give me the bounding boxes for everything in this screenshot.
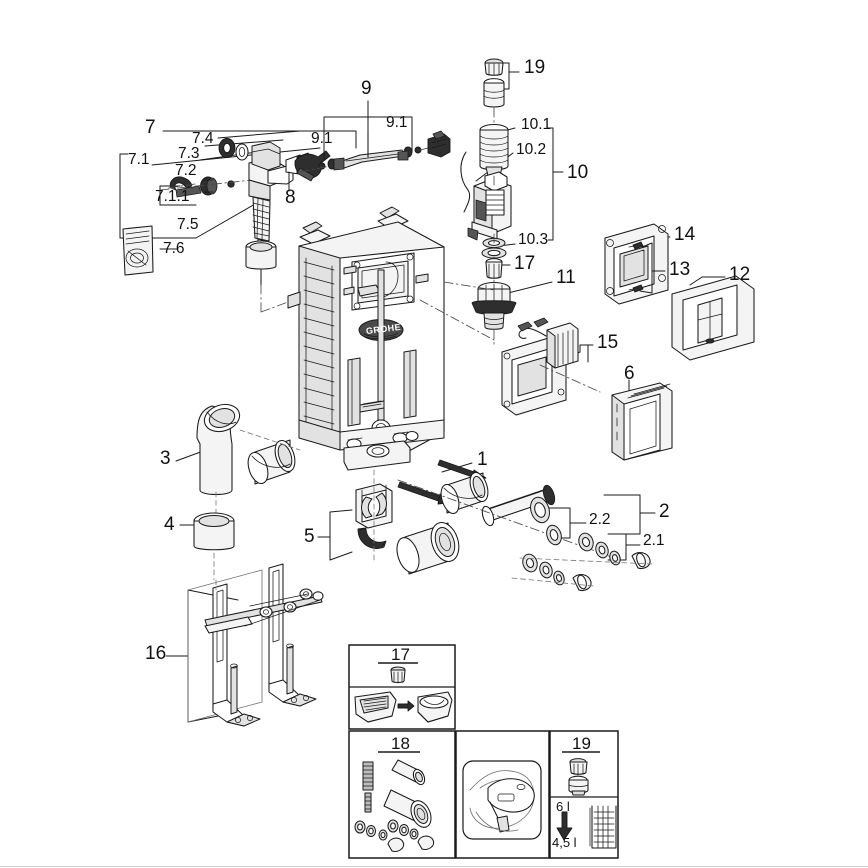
part-9-1-left-fitting [318, 157, 345, 171]
part-2-2-washers [530, 496, 562, 546]
part-group-9-hose [299, 100, 451, 173]
part-10-2-valve-cartridge [460, 151, 512, 241]
callout-2-1: 2.1 [643, 532, 665, 549]
inset-19-volume-to: 4,5 l [552, 835, 577, 850]
part-7-4-nut [218, 138, 236, 158]
part-16-mounting-rails [165, 563, 324, 727]
part-2-1-seal-row [511, 532, 653, 592]
callout-10: 10 [567, 162, 589, 183]
callout-6: 6 [624, 363, 635, 384]
part-1-collar [396, 522, 460, 575]
part-13-screws [628, 241, 666, 294]
part-15-battery-block [517, 317, 579, 369]
callout-8: 8 [285, 187, 296, 208]
callout-13: 13 [669, 259, 691, 280]
inset-center-installation-photo [462, 760, 542, 840]
part-6-electronic-module [611, 379, 673, 461]
callout-2-2: 2.2 [589, 511, 611, 528]
part-1-bend-sleeve [440, 471, 489, 515]
inset-panels [348, 644, 619, 859]
callout-7-1-1: 7.1.1 [155, 188, 190, 205]
callout-1: 1 [477, 449, 488, 470]
part-9-angle-connector [427, 130, 451, 158]
inset-17-bowl-exchange [354, 691, 453, 723]
part-group-2-seal-kit [511, 494, 656, 592]
part-connector-sleeve [239, 429, 301, 485]
part-9-1-right-fitting [397, 146, 422, 161]
callout-14: 14 [674, 224, 696, 245]
part-1-flush-pipe [396, 459, 621, 575]
callout-7-1: 7.1 [128, 151, 150, 168]
inset-17-seal-glyph [390, 666, 406, 684]
inset-19-volume-indicator [556, 805, 617, 849]
part-3-elbow-pipe [175, 403, 241, 521]
callout-3: 3 [160, 448, 171, 469]
part-16-rail-right [268, 563, 317, 707]
callout-2: 2 [659, 501, 670, 522]
part-19-cap [484, 58, 504, 76]
callout-10-2: 10.2 [516, 141, 547, 158]
inset-19-title: 19 [572, 734, 591, 753]
inset-17-title: 17 [391, 645, 410, 664]
callout-19-top: 19 [524, 57, 546, 78]
part-7-3-washer [235, 143, 249, 161]
callout-7-4: 7.4 [192, 130, 214, 147]
callout-7-3: 7.3 [178, 145, 200, 162]
part-12-cover-plate [671, 275, 755, 361]
footer-divider [0, 866, 868, 867]
callout-9-1-b: 9.1 [386, 114, 408, 131]
part-7-2-union-nut [200, 176, 218, 196]
callout-17: 17 [514, 253, 536, 274]
part-4-cap [179, 512, 235, 581]
part-15-frame-and-battery [501, 317, 601, 416]
part-5-pipe-clamp [317, 469, 393, 561]
callout-10-3: 10.3 [518, 231, 549, 248]
inset-18-parts-glyph [354, 759, 435, 852]
part-14-mounting-frame [604, 223, 671, 305]
inset-19-reducer-glyph [568, 758, 589, 796]
callout-9-1-a: 9.1 [311, 130, 333, 147]
part-19-volume-reducer-top [483, 58, 520, 129]
callout-16: 16 [145, 643, 167, 664]
part-16-rail-left [212, 583, 261, 727]
inset-19-volume-from: 6 l [556, 799, 570, 814]
part-7-5-protective-cap [245, 240, 277, 270]
part-11-valve-seat [471, 281, 553, 346]
part-1-straight-pipe [481, 484, 556, 527]
cistern-left-ribs [303, 257, 335, 437]
part-main-cistern-body [260, 206, 495, 471]
callout-15: 15 [597, 332, 619, 353]
part-group-10-flush-valve [460, 123, 564, 271]
callout-11: 11 [556, 267, 576, 288]
callout-12: 12 [729, 264, 751, 285]
inset-18-title: 18 [391, 734, 410, 753]
callout-5: 5 [304, 526, 315, 547]
part-19-reducer-sleeve [483, 78, 505, 108]
part-7-6-seal-bag [122, 225, 154, 276]
callout-7: 7 [145, 117, 156, 138]
callout-4: 4 [164, 514, 175, 535]
callout-7-2: 7.2 [175, 162, 197, 179]
part-group-7-fill-valve [119, 130, 357, 313]
callout-7-6: 7.6 [163, 240, 185, 257]
callout-7-5: 7.5 [177, 216, 199, 233]
callout-9: 9 [361, 78, 372, 99]
part-10-1-float-bellows [479, 123, 509, 177]
callout-10-1: 10.1 [521, 116, 552, 133]
